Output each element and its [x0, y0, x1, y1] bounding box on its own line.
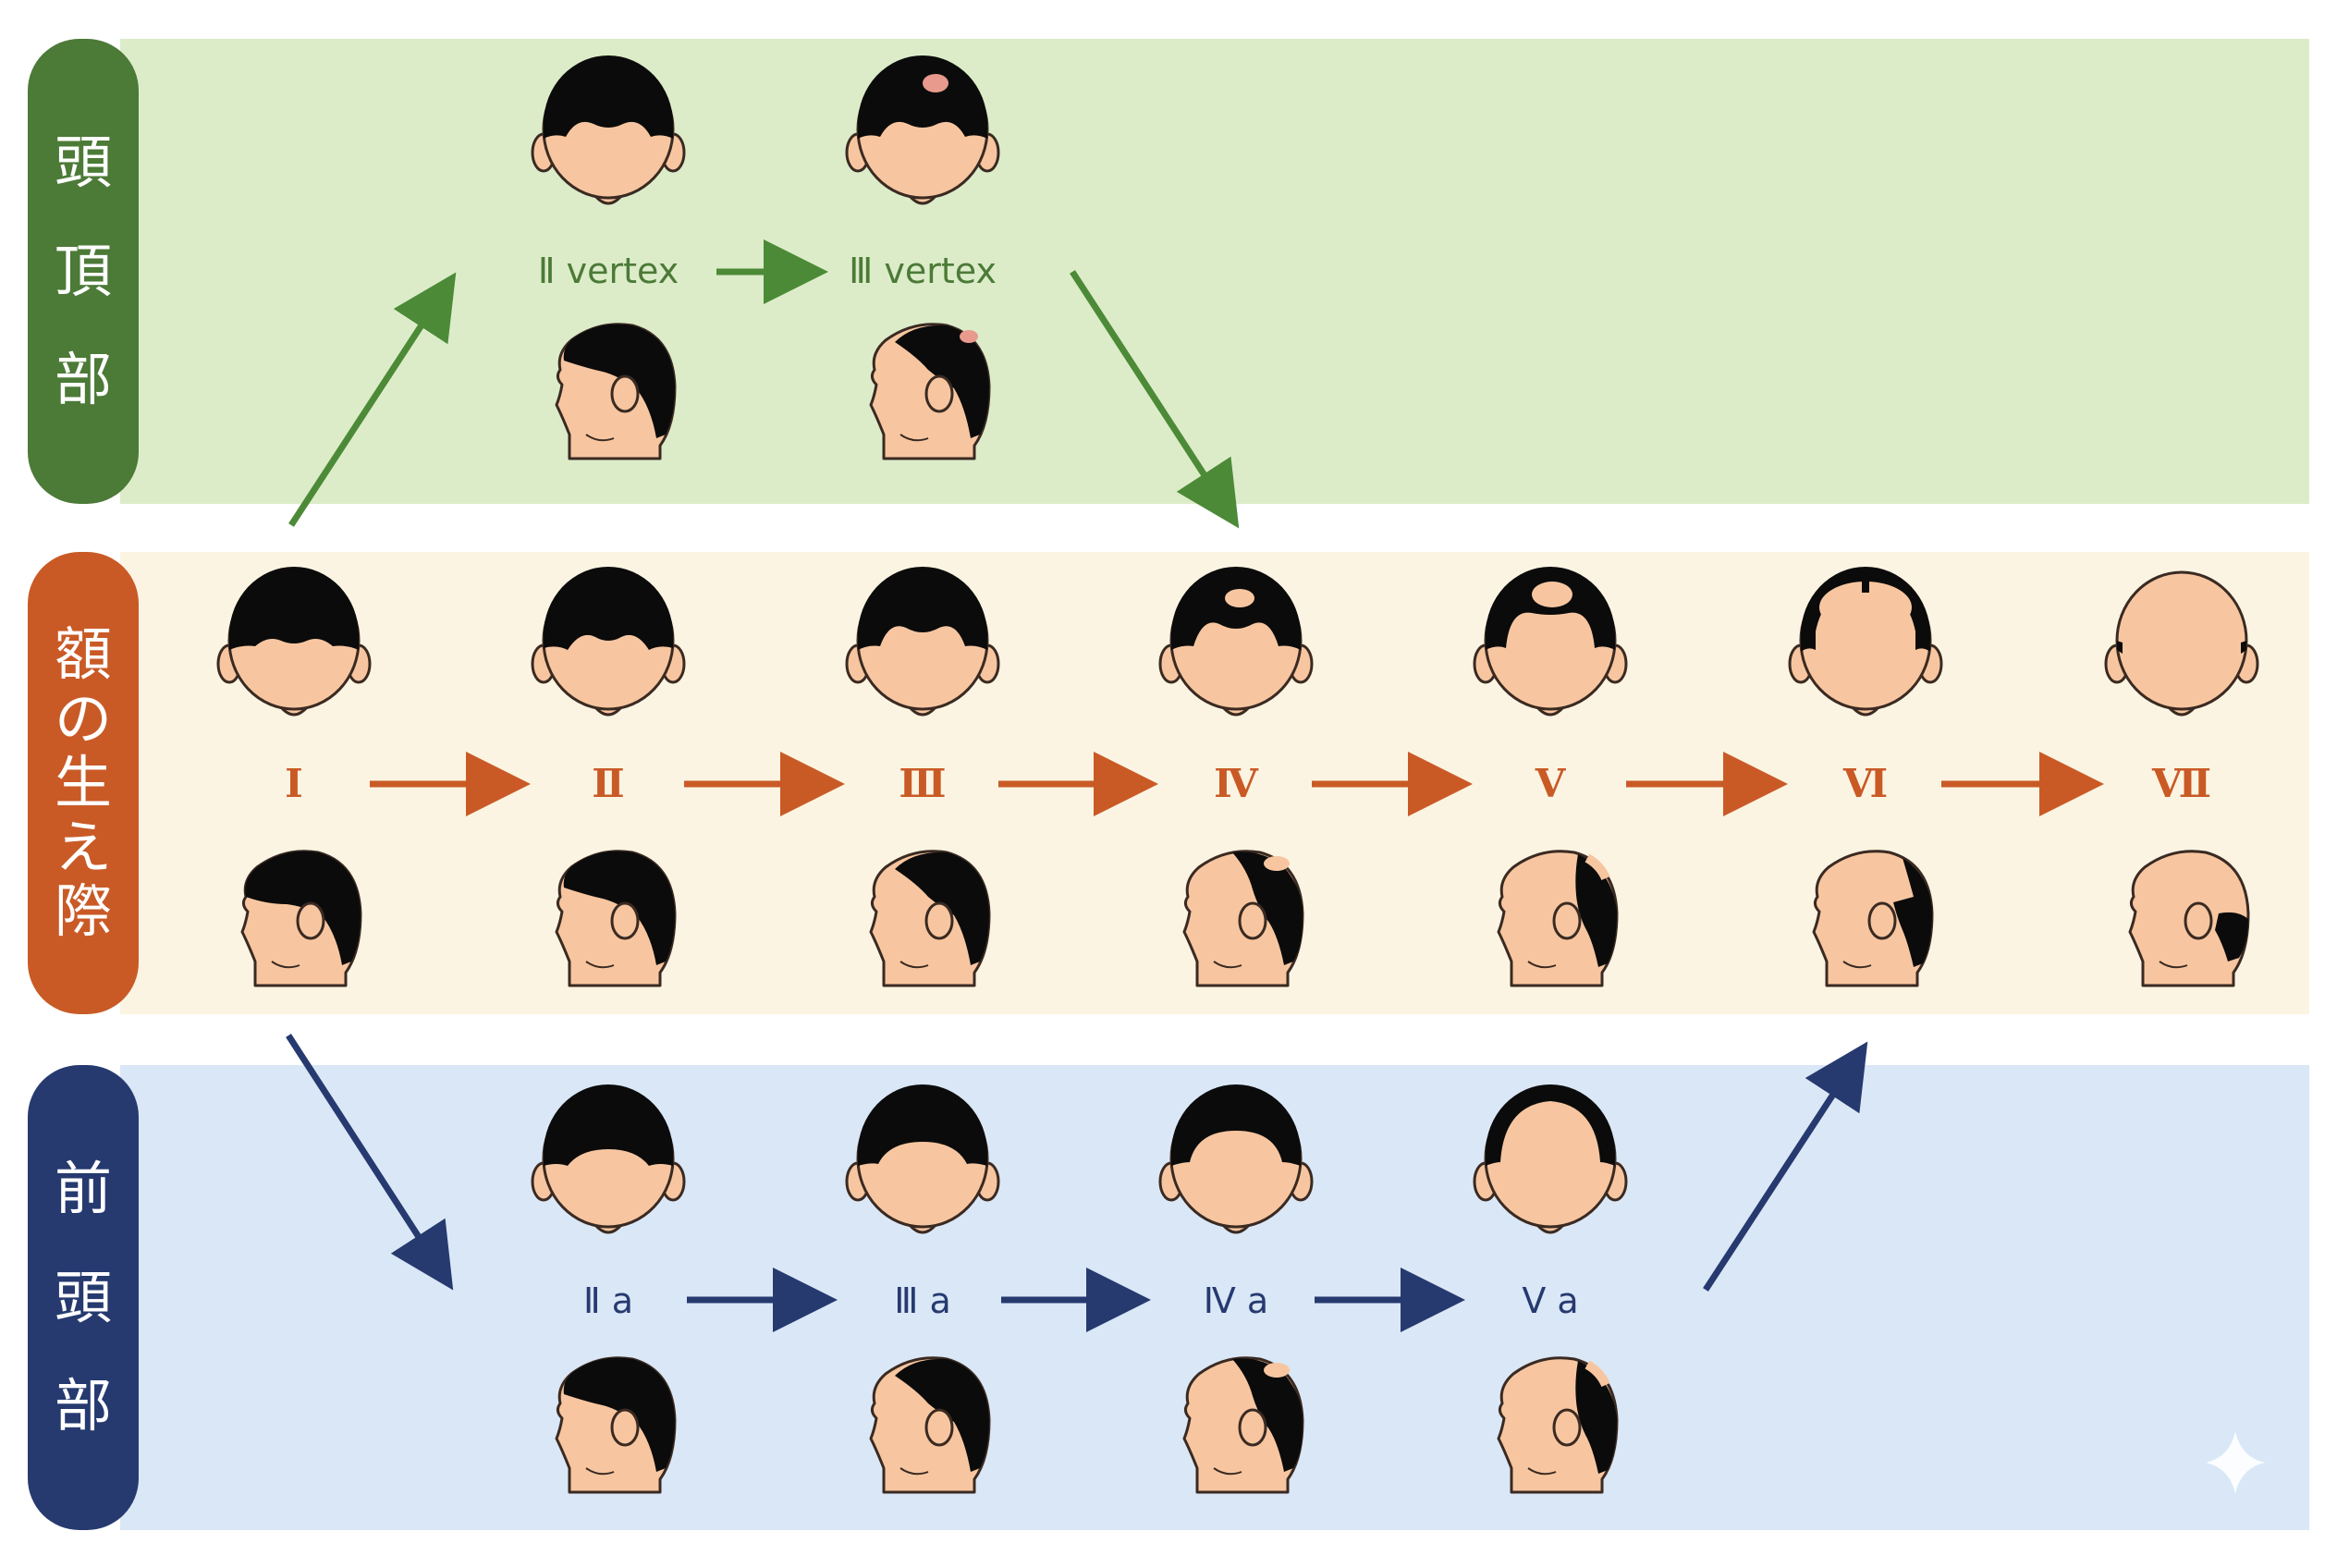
head-top-view	[216, 567, 372, 717]
head-side-view	[869, 850, 991, 987]
hairline-label-char: え	[54, 813, 112, 881]
arrow-down-right-icon	[1070, 270, 1240, 529]
head-vertex-IIIv	[845, 55, 1000, 460]
head-top-view	[531, 1084, 686, 1234]
stage-label-frontal: Ⅱ a	[583, 1280, 633, 1321]
progression-arrows	[286, 239, 2104, 1332]
head-side-view	[1497, 1358, 1617, 1494]
head-top-view	[1473, 1084, 1628, 1234]
head-top-view	[1473, 567, 1628, 717]
head-side-view	[555, 850, 677, 987]
stage-label-hairline: Ⅲ	[899, 761, 946, 806]
head-side-view	[555, 1356, 677, 1494]
arrow-up-right-icon	[1703, 1041, 1868, 1292]
vertex-label-char: 頂	[54, 237, 112, 305]
stage-label-frontal: Ⅳ a	[1204, 1280, 1268, 1321]
vertex-band-label: 頭 頂 部	[28, 39, 139, 504]
head-side-view	[555, 323, 677, 460]
head-top-view	[1158, 1084, 1314, 1234]
head-illustrations	[216, 55, 2259, 1494]
stage-label-vertex: Ⅱ vertex	[538, 251, 679, 291]
head-top-view	[531, 567, 686, 717]
head-top-view	[845, 55, 1000, 205]
head-side-view	[1182, 850, 1304, 987]
hairline-label-char: 額	[54, 620, 112, 689]
stage-label-frontal: Ⅴ a	[1522, 1280, 1578, 1321]
vertex-label-char: 部	[54, 346, 112, 414]
arrow-down-right-icon	[286, 1034, 454, 1291]
stage-labels: Ⅰ Ⅱ Ⅲ Ⅳ Ⅴ Ⅵ Ⅶ Ⅱ vertex Ⅲ vertex Ⅱ a Ⅲ a Ⅳ a Ⅴ a	[285, 251, 2211, 1321]
head-top-view	[845, 1084, 1000, 1234]
stage-label-hairline: Ⅵ	[1842, 761, 1888, 806]
stage-label-frontal: Ⅲ a	[894, 1280, 951, 1321]
frontal-label-char: 部	[54, 1372, 112, 1440]
sparkle-icon	[2206, 1431, 2265, 1494]
head-side-view	[2128, 850, 2250, 987]
head-top-view	[2104, 570, 2259, 717]
head-top-view	[1788, 567, 1943, 717]
arrow-up-right-icon	[288, 272, 457, 527]
head-side-view	[1182, 1356, 1304, 1494]
hairline-band-label: 額 の 生 え 際	[28, 552, 139, 1014]
stage-label-hairline: Ⅱ	[592, 761, 624, 806]
head-top-view	[531, 55, 686, 205]
head-top-view	[845, 567, 1000, 717]
hairline-label-char: の	[54, 684, 112, 753]
stage-label-hairline: Ⅴ	[1535, 761, 1567, 806]
hairline-label-char: 生	[54, 749, 112, 817]
hairline-label-char: 際	[54, 877, 112, 946]
head-side-view	[1812, 850, 1934, 987]
head-side-view	[869, 323, 991, 460]
frontal-band-label: 前 頭 部	[28, 1065, 139, 1530]
stage-label-vertex: Ⅲ vertex	[849, 251, 997, 291]
head-side-view	[1497, 851, 1617, 987]
head-top-view	[1158, 567, 1314, 717]
stage-label-hairline: Ⅶ	[2151, 761, 2211, 806]
head-side-view	[240, 850, 362, 987]
frontal-label-char: 前	[54, 1155, 112, 1223]
stage-label-hairline: Ⅰ	[285, 761, 303, 806]
vertex-label-char: 頭	[54, 129, 112, 197]
frontal-label-char: 頭	[54, 1263, 112, 1331]
vertex-band	[120, 39, 2309, 504]
stage-label-hairline: Ⅳ	[1214, 761, 1259, 806]
head-side-view	[869, 1356, 991, 1494]
